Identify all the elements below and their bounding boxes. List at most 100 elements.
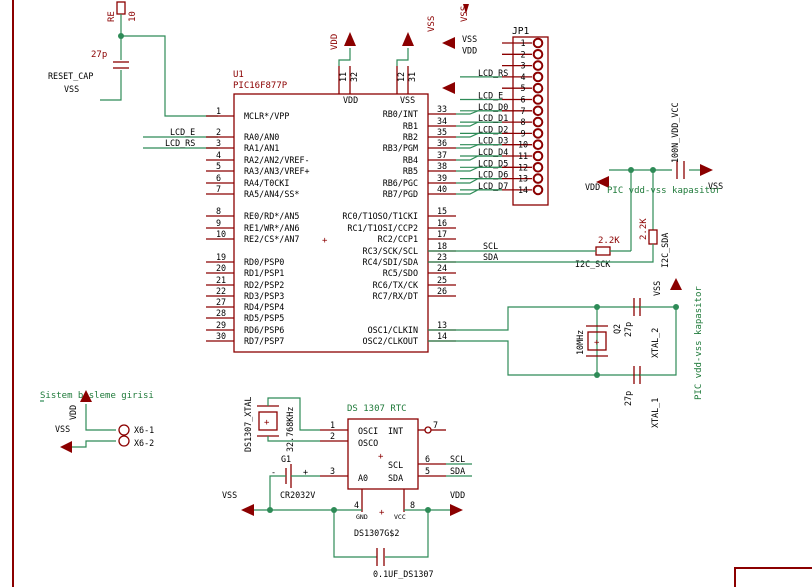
u1-pin-label: OSC1/CLKIN: [368, 325, 418, 335]
jp1-pin-pad: [532, 37, 544, 49]
rb-bus-wires: VSSVDDLCD_RSLCD_ELCD_D0LCD_D1LCD_D2LCD_D…: [442, 4, 508, 195]
decoupling-cap-name: 100N_VDD_VCC: [670, 102, 680, 163]
x6-pin2: X6-2: [134, 438, 154, 448]
u1-pin-label: RC0/T1OSO/T1CKI: [342, 211, 418, 221]
u1-pin-number: 26: [437, 286, 447, 296]
u1-pin-label: RC2/CCP1: [378, 234, 418, 244]
rtc-ds1307: DS 1307 RTC OSCI OSCO A0 INT SCL SDA + 1…: [320, 404, 472, 538]
u1-pin-number: 22: [216, 286, 226, 296]
reset-cap-name: RESET_CAP: [48, 71, 93, 81]
i2c-pullups: 2.2K I2C_SCK 2.2K I2C_SDA SCL SDA: [428, 170, 670, 269]
rtc-crystal-plus: +: [264, 418, 270, 428]
jp1-pin-pad: [532, 128, 544, 139]
u1-pin-number: 5: [216, 161, 221, 171]
u1-vss-pins: 12 31 VSS: [396, 16, 437, 94]
jp1-name: JP1: [512, 26, 530, 37]
rtc-pin1: 1: [330, 420, 335, 430]
u1-vdd-arrow-label: VDD: [330, 34, 340, 50]
u1-pin-number: 13: [437, 320, 447, 330]
jp1-pin-number: 14: [518, 185, 528, 195]
u1-pin-number: 19: [216, 252, 226, 262]
u1-plus-mark: +: [322, 236, 328, 246]
jp1-pin-pad: [532, 173, 544, 184]
u1-pin-label: RB5: [403, 166, 418, 176]
u1-pin-number: 7: [216, 184, 221, 194]
jp1-net-label: LCD_E: [478, 91, 503, 101]
jp1-pin-pad: [532, 71, 544, 83]
jp1-pin-pad: [532, 49, 544, 60]
u1-pin-label: RD7/PSP7: [244, 336, 284, 346]
u1-pin-32: 32: [349, 72, 359, 82]
u1-pin-label: RA0/AN0: [244, 132, 279, 142]
power-input: Sistem besleme girisi VDD VSS X6-1 X6-2: [40, 390, 154, 453]
u1-pin-number: 6: [216, 173, 221, 183]
u1-pin-number: 40: [437, 184, 447, 194]
u1-vdd-label: VDD: [343, 95, 358, 105]
u1-pin-number: 28: [216, 308, 226, 318]
u1-pin-number: 30: [216, 331, 226, 341]
x6-pin1: X6-1: [134, 425, 154, 435]
osc-cap1-name: XTAL_2: [650, 328, 660, 358]
jp1-pin-number: 3: [520, 61, 525, 71]
u1-pin-number: 34: [437, 116, 447, 126]
u1-pin-number: 23: [437, 252, 447, 262]
jp1-pin-number: 2: [520, 49, 525, 59]
u1-pin-number: 8: [216, 206, 221, 216]
u1-pin-number: 33: [437, 104, 447, 114]
u1-pin-number: 9: [216, 218, 221, 228]
rtc-osco: OSCO: [358, 438, 378, 448]
rtc-osci: OSCI: [358, 426, 378, 436]
osc-plus: +: [594, 338, 600, 348]
rtc-crystal-freq: 32.768KHz: [285, 407, 295, 452]
u1-name: U1: [233, 70, 244, 80]
u1-pin-label: RC6/TX/CK: [373, 280, 419, 290]
battery-name: G1: [281, 454, 291, 464]
u1-pin-label: RC7/RX/DT: [373, 291, 418, 301]
rtc-pin6: 6: [425, 454, 430, 464]
rtc-vdd: VDD: [450, 490, 465, 500]
osc-cap1-val: 27p: [623, 322, 633, 337]
u1-pin-label: RD1/PSP1: [244, 268, 284, 278]
u1-pin-label: RD2/PSP2: [244, 280, 284, 290]
osc-label: PIC vdd-vss kapasitor: [694, 286, 704, 400]
rtc-gnd-label: GND: [356, 513, 368, 521]
u1-pin-number: 4: [216, 150, 221, 160]
pic-oscillator: + Q2 10MHz XTAL_2 27p XTAL_1 27p VSS PIC…: [428, 278, 704, 428]
u1-pin-label: OSC2/CLKOUT: [363, 336, 418, 346]
rtc-bottom-plus: +: [379, 508, 385, 518]
rtc-gnd-num: 4: [354, 500, 359, 510]
u1-pin-number: 39: [437, 173, 447, 183]
u1-pin-number: 20: [216, 263, 226, 273]
jp1-net-label: LCD_D7: [478, 181, 508, 191]
reset-resistor-value: 10: [128, 11, 138, 22]
decoupling-network: VDD VSS 100N_VDD_VCC PIC vdd-vss kapasit…: [585, 102, 723, 196]
u1-pin-label: RA3/AN3/VREF+: [244, 166, 310, 176]
u1-pin-label: RB3/PGM: [383, 143, 418, 153]
osc-vss: VSS: [652, 281, 662, 296]
u1-right-pins: 33RB0/INT34RB135RB236RB3/PGM37RB438RB539…: [342, 104, 456, 346]
decoupling-label: PIC vdd-vss kapasitor: [607, 186, 721, 196]
frame-bottom-right: [734, 567, 812, 587]
u1-pin-label: RD4/PSP4: [244, 302, 284, 312]
u1-pin-label: RB7/PGD: [383, 189, 418, 199]
jp1-pin-number: 10: [518, 140, 528, 150]
net-scl-pic: SCL: [483, 241, 498, 251]
u1-pin-label: RD6/PSP6: [244, 325, 284, 335]
rtc-sda: SDA: [388, 473, 403, 483]
rtc-crystal-name: DS1307_XTAL: [243, 397, 253, 452]
jp1-pin-number: 5: [520, 83, 525, 93]
rtc-cap-name: 0.1UF_DS1307: [373, 569, 434, 579]
jp1-vss-arrow-2: [442, 82, 455, 94]
r-scl-value: 2.2K: [598, 236, 620, 246]
u1-pin-label: RD0/PSP0: [244, 257, 284, 267]
u1-pin-number: 3: [216, 138, 221, 148]
jp1-pin-pad: [532, 60, 544, 71]
u1-pin-number: 10: [216, 229, 226, 239]
u1-pin-label: RC1/T1OSI/CCP2: [347, 223, 418, 233]
r-scl-name: I2C_SCK: [575, 259, 611, 269]
net-sda-pic: SDA: [483, 252, 498, 262]
u1-pin-number: 16: [437, 218, 447, 228]
rtc-title: DS 1307 RTC: [347, 404, 407, 414]
